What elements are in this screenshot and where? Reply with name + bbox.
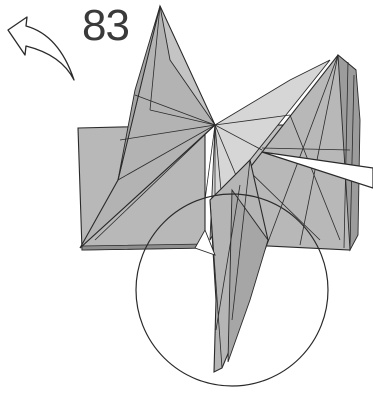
- step-number: 83: [82, 4, 129, 48]
- curved-turn-over-arrow-icon: [8, 17, 74, 80]
